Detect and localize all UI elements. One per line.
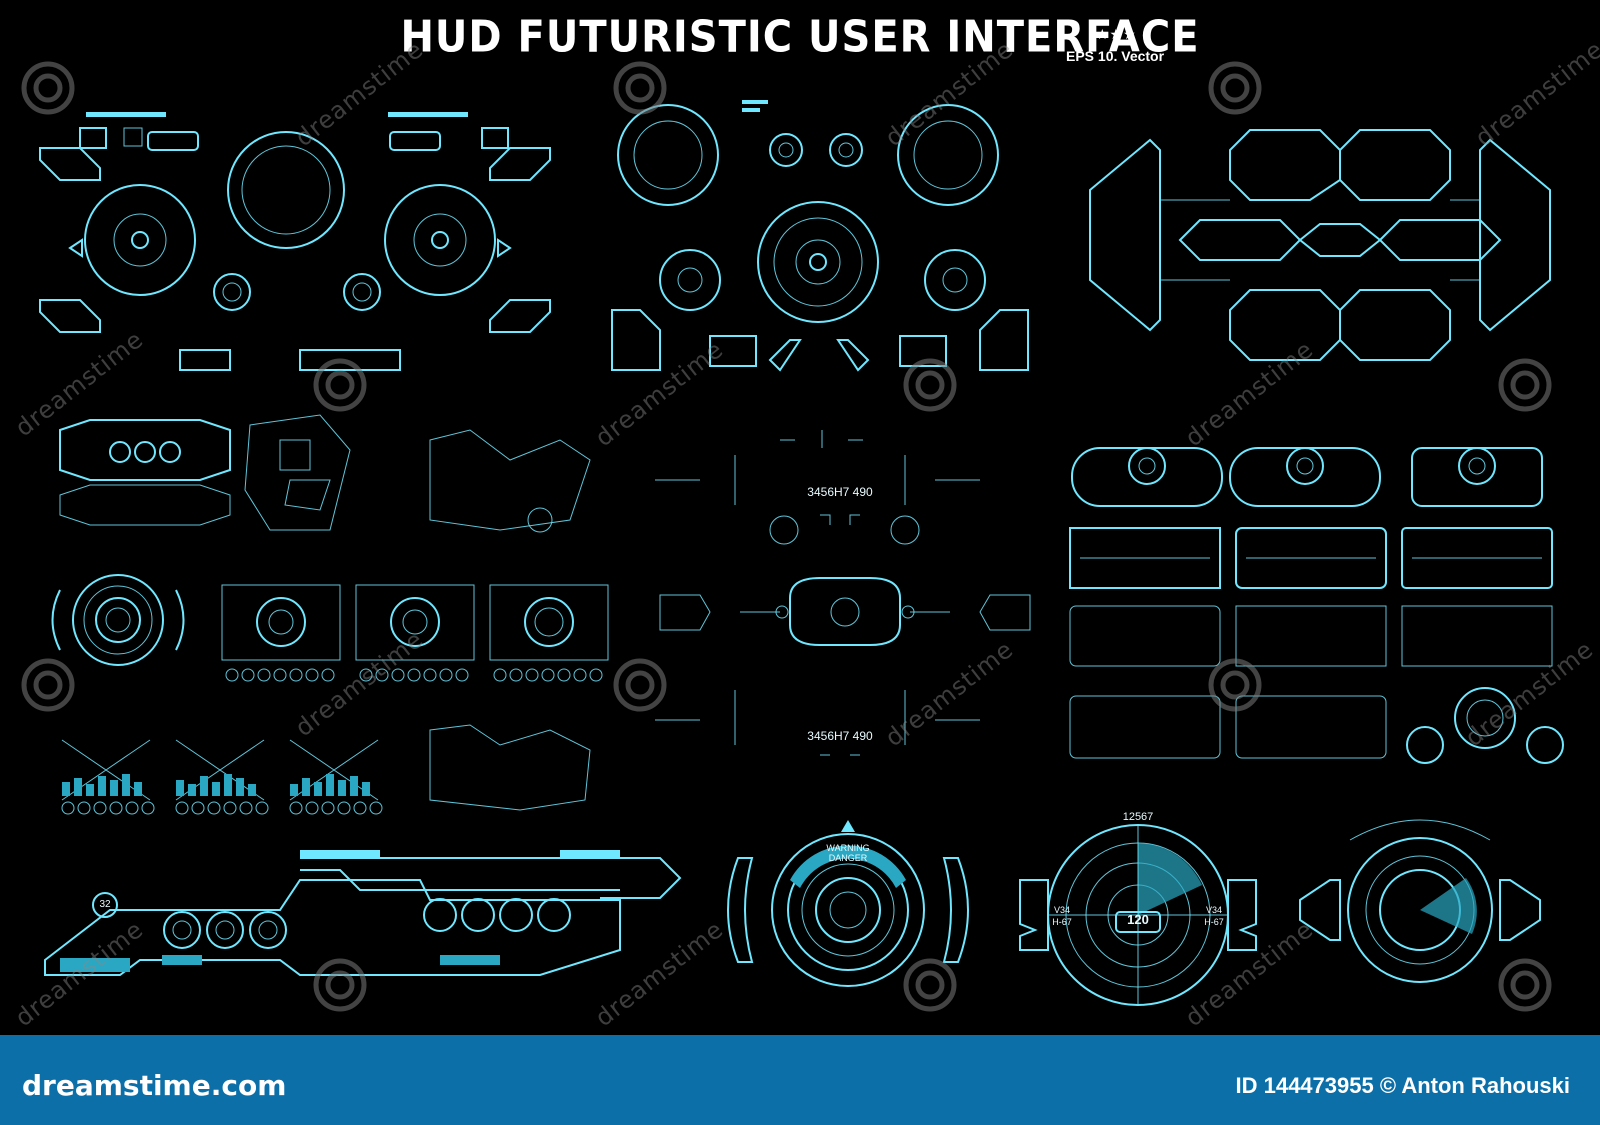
code-readout-top: 3456H7 490 <box>807 485 873 499</box>
hud-radar-boxes <box>51 574 609 682</box>
title-container: HUD FUTURISTIC USER INTERFACE <box>0 11 1600 63</box>
hud-elements-graphic <box>21 61 1564 1012</box>
hud-radar-gauge <box>1019 824 1257 1006</box>
hud-tech-clusters <box>59 414 591 533</box>
hud-targeting-reticles <box>655 430 1031 756</box>
watermark-swirls <box>21 61 1552 1012</box>
footer-bar: dreamstime.com ID 144473955 © Anton Raho… <box>0 1035 1600 1125</box>
hud-speed-gauge <box>1299 819 1541 983</box>
radar-right-label-b: H-67 <box>1204 917 1224 927</box>
warning-label: WARNING DANGER <box>826 843 870 863</box>
hud-bar-charts <box>61 724 591 815</box>
footer-image-id: ID 144473955 © Anton Rahouski <box>1235 1073 1570 1098</box>
hud-warning-gauge <box>727 820 969 987</box>
canvas: HUD FUTURISTIC USER INTERFACE ★★★ EPS 10… <box>0 11 1600 1033</box>
radar-top-value: 12567 <box>1122 811 1154 823</box>
radar-left-label-b: H-67 <box>1052 917 1072 927</box>
format-subtitle: EPS 10. Vector <box>1066 48 1165 64</box>
hud-circuit-panel <box>1089 129 1551 361</box>
badge-number: 32 <box>99 899 111 910</box>
radar-right-label-a: V34 <box>1205 905 1222 915</box>
rating-stars: ★★★ <box>1096 26 1137 42</box>
code-readout-bottom: 3456H7 490 <box>807 729 873 743</box>
hud-dashboard-2 <box>611 100 1029 372</box>
hud-cockpit-panel <box>44 850 682 976</box>
hud-dashboard-1 <box>39 112 551 371</box>
hud-frames-grid <box>1069 447 1564 764</box>
radar-left-label-a: V34 <box>1053 905 1070 915</box>
footer-brand: dreamstime.com <box>22 1069 287 1102</box>
page-title: HUD FUTURISTIC USER INTERFACE <box>400 11 1200 63</box>
radar-center-value: 120 <box>1127 912 1149 927</box>
